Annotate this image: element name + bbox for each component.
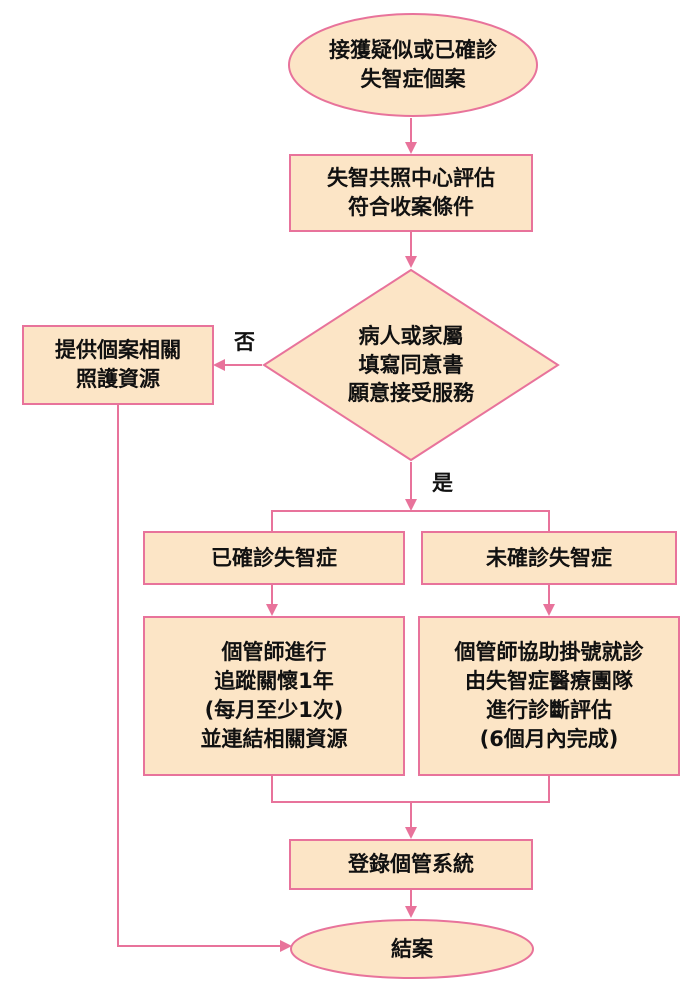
track-line-1: 個管師進行 — [221, 640, 327, 665]
assist-line-4: (6個月內完成) — [479, 726, 619, 751]
arrow-provide-to-close — [117, 405, 292, 952]
start-line-2: 失智症個案 — [360, 67, 466, 91]
branch-merge-line — [271, 776, 550, 803]
decision-node: 病人或家屬 填寫同意書 願意接受服務 — [262, 268, 560, 462]
undiagnosed-node: 未確診失智症 — [421, 531, 677, 585]
decision-diamond-shape — [262, 268, 560, 462]
diagnosed-node: 已確診失智症 — [143, 531, 405, 585]
assist-line-2: 由失智症醫療團隊 — [465, 669, 633, 694]
provide-line-1: 提供個案相關 — [55, 338, 181, 363]
start-node: 接獲疑似或已確診 失智症個案 — [287, 12, 539, 118]
provide-line-2: 照護資源 — [76, 367, 160, 391]
track-line-2: 追蹤關懷1年 — [214, 669, 334, 694]
diagnosis-assist-node: 個管師協助掛號就診 由失智症醫療團隊 進行診斷評估 (6個月內完成) — [418, 616, 680, 776]
register-line-1: 登錄個管系統 — [348, 852, 474, 877]
tracking-care-node: 個管師進行 追蹤關懷1年 (每月至少1次) 並連結相關資源 — [143, 616, 405, 776]
start-line-1: 接獲疑似或已確診 — [329, 38, 497, 63]
decision-line-1: 病人或家屬 — [358, 323, 464, 348]
close-line-1: 結案 — [391, 936, 433, 961]
track-line-4: 並連結相關資源 — [200, 726, 348, 751]
register-system-node: 登錄個管系統 — [289, 839, 533, 890]
assess-line-2: 符合收案條件 — [348, 195, 474, 219]
close-case-node: 結案 — [289, 918, 535, 980]
assess-node: 失智共照中心評估 符合收案條件 — [289, 154, 533, 232]
assess-line-1: 失智共照中心評估 — [327, 166, 495, 191]
yes-label: 是 — [432, 471, 453, 495]
assist-line-1: 個管師協助掛號就診 — [454, 640, 644, 665]
decision-line-3: 願意接受服務 — [348, 381, 474, 406]
track-line-3: (每月至少1次) — [204, 698, 344, 722]
branch-split-line — [271, 510, 550, 531]
assist-line-3: 進行診斷評估 — [486, 698, 612, 722]
undiagnosed-line-1: 未確診失智症 — [486, 545, 612, 570]
provide-resources-node: 提供個案相關 照護資源 — [22, 325, 214, 405]
close-ellipse-shape — [290, 919, 534, 979]
start-ellipse-shape — [288, 13, 538, 117]
no-label: 否 — [234, 330, 255, 354]
diagnosed-line-1: 已確診失智症 — [211, 545, 337, 570]
decision-line-2: 填寫同意書 — [358, 352, 464, 377]
